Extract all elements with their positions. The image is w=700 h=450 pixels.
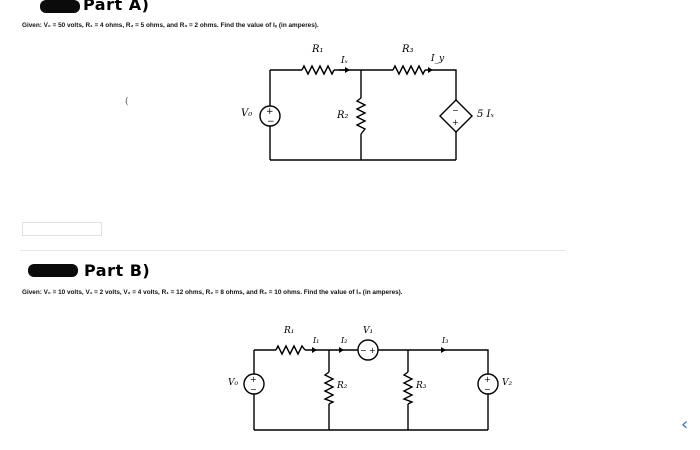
label-v1: V₁ [363,326,374,336]
part-b-title: Part B) [84,261,151,280]
label-i3: I₃ [442,336,449,345]
voltage-source-v0 [259,105,281,127]
minus-sign: − [267,117,275,127]
label-iy: I_y [431,54,445,64]
label-v0: V₀ [241,108,253,119]
voltage-source-v1 [357,339,379,361]
part-a-title: Part A) [83,0,150,14]
voltage-source-v0-b [243,373,265,395]
label-r2: R₂ [337,110,349,121]
label-i1: I₁ [313,336,320,345]
stray-mark: ( [125,97,129,107]
svg-text:−: − [452,106,459,115]
voltage-source-v2 [477,373,499,395]
resistor-r3 [392,64,426,76]
label-i2: I₂ [341,336,348,345]
section-divider [20,250,565,251]
plus-sign: + [266,107,274,117]
redacted-name-bar-b [28,264,78,277]
chevron-left-icon[interactable]: ‹ [681,414,689,435]
label-r1-b: R₁ [284,326,295,336]
label-ix: Iₓ [341,56,348,66]
svg-text:−: − [250,385,257,394]
svg-text:−: − [484,385,491,394]
svg-text:+: + [250,375,257,384]
resistor-r3-b [402,371,414,405]
dependent-source [439,99,473,133]
label-r3: R₃ [402,44,414,55]
label-v0-b: V₀ [228,378,239,388]
svg-text:+: + [484,375,491,384]
resistor-r1-b [275,344,306,356]
label-v2: V₂ [502,378,513,388]
part-a-given-text: Given: V₀ = 50 volts, R₁ = 4 ohms, R₂ = … [22,22,319,29]
label-r2-b: R₂ [337,381,348,391]
part-b-given-text: Given: V₀ = 10 volts, V₁ = 2 volts, V₂ =… [22,289,403,296]
resistor-r1 [301,64,335,76]
resistor-r2-b [323,371,335,405]
label-r3-b: R₃ [416,381,427,391]
svg-text:+: + [452,118,459,127]
redacted-name-bar [40,0,80,13]
part-a-answer-box[interactable] [22,222,102,236]
svg-text:+: + [369,346,376,355]
resistor-r2 [355,97,367,135]
svg-text:−: − [360,346,367,355]
label-dep-src: 5 Iₓ [477,109,495,120]
label-r1: R₁ [312,44,324,55]
